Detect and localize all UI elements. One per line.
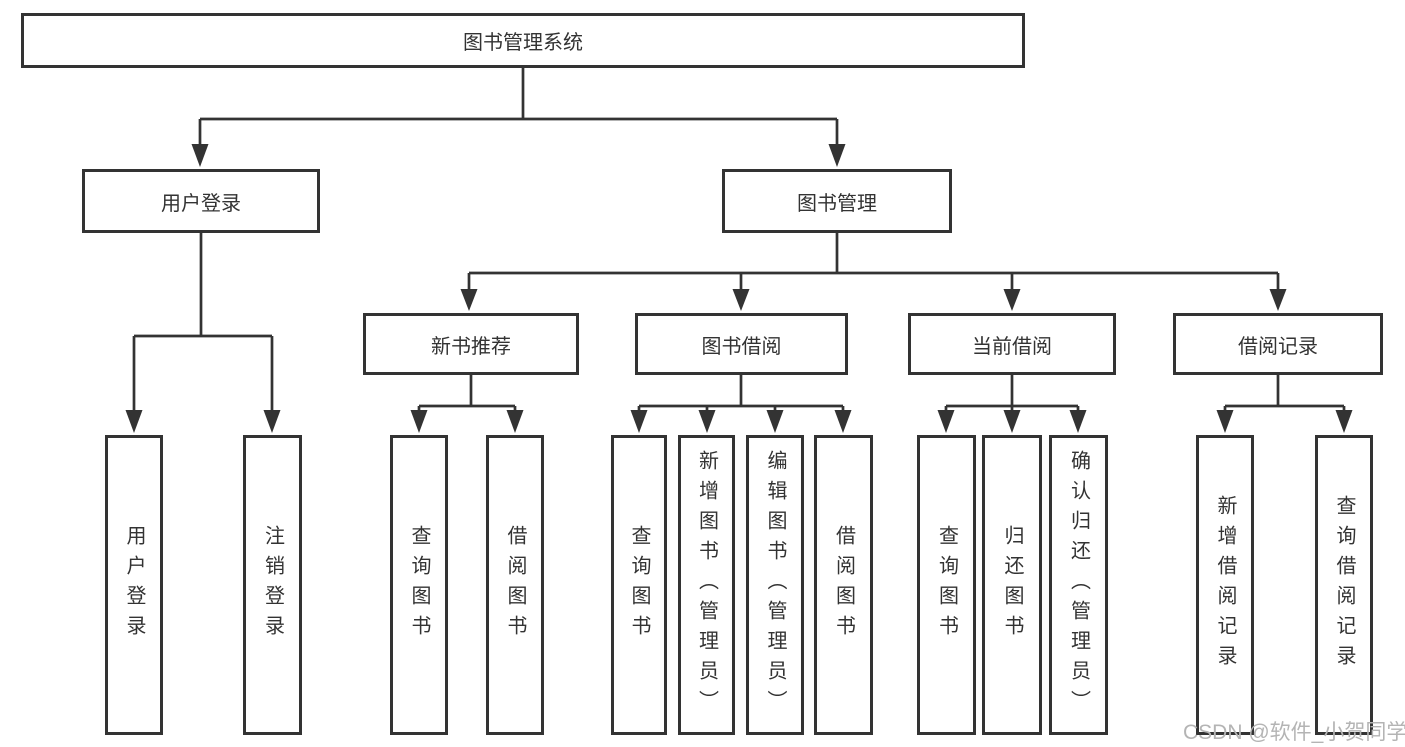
arrowhead (630, 410, 648, 433)
leaf-query-books-borrow: 查询图书 (611, 435, 667, 735)
arrowhead (125, 410, 143, 433)
leaf-borrow-books: 借阅图书 (814, 435, 873, 735)
node-root-label: 图书管理系统 (463, 32, 583, 54)
arrowhead (1069, 410, 1087, 433)
node-label: 用户登录 (161, 192, 241, 215)
leaf-borrow-books-recommend: 借阅图书 (486, 435, 544, 735)
node-label: 当前借阅 (972, 335, 1052, 358)
arrowhead (460, 289, 478, 311)
leaf-label: 用户登录 (123, 525, 145, 645)
leaf-label: 查询图书 (408, 525, 430, 645)
leaf-label: 确认归还（管理员） (1067, 450, 1090, 720)
leaf-label: 新增借阅记录 (1214, 495, 1236, 675)
leaf-label: 编辑图书（管理员） (764, 450, 786, 720)
leaf-logout-login: 注销登录 (243, 435, 302, 735)
connector-book-borrow (637, 375, 845, 411)
connector-borrow-records (1223, 375, 1346, 411)
leaf-label: 查询图书 (935, 525, 958, 645)
connector-user-login (132, 233, 274, 411)
arrowhead (766, 410, 784, 433)
leaf-label: 查询图书 (628, 525, 650, 645)
connector-root (198, 68, 839, 146)
node-label: 借阅记录 (1238, 335, 1318, 358)
leaf-confirm-return-admin: 确认归还（管理员） (1049, 435, 1108, 735)
leaf-label: 归还图书 (1001, 525, 1023, 645)
node-borrow-records: 借阅记录 (1173, 313, 1383, 375)
arrowhead (937, 410, 955, 433)
arrowhead (834, 410, 852, 433)
node-current-borrow: 当前借阅 (908, 313, 1116, 375)
arrowhead (506, 410, 524, 433)
arrowhead (1335, 410, 1353, 433)
leaf-label: 查询借阅记录 (1333, 495, 1355, 675)
arrowhead (1003, 289, 1021, 311)
node-label: 图书借阅 (701, 335, 782, 358)
node-book-borrow: 图书借阅 (635, 313, 848, 375)
node-new-book-recommend: 新书推荐 (363, 313, 579, 375)
node-book-management: 图书管理 (722, 169, 952, 233)
connector-book-management (467, 233, 1280, 290)
leaf-query-borrow-record: 查询借阅记录 (1315, 435, 1373, 735)
arrowhead (732, 289, 750, 311)
csdn-watermark: CSDN @软件_小贺同学 (1183, 721, 1405, 744)
arrowhead (698, 410, 716, 433)
leaf-label: 新增图书（管理员） (695, 450, 718, 720)
leaf-label: 注销登录 (261, 525, 284, 645)
leaf-label: 借阅图书 (504, 525, 526, 645)
node-label: 新书推荐 (431, 335, 511, 358)
arrowhead (191, 144, 209, 167)
arrowhead (1216, 410, 1234, 433)
node-root: 图书管理系统 (21, 13, 1025, 68)
arrowhead (263, 410, 281, 433)
arrowhead (1269, 289, 1287, 311)
leaf-label: 借阅图书 (832, 525, 855, 645)
leaf-return-books: 归还图书 (982, 435, 1042, 735)
arrowhead (410, 410, 428, 433)
leaf-add-borrow-record: 新增借阅记录 (1196, 435, 1254, 735)
connector-current-borrow (944, 375, 1080, 411)
leaf-query-books-current: 查询图书 (917, 435, 976, 735)
leaf-query-books-recommend: 查询图书 (390, 435, 448, 735)
connector-new-book-recommend (417, 375, 517, 411)
arrowhead (1003, 410, 1021, 433)
leaf-add-books-admin: 新增图书（管理员） (678, 435, 735, 735)
node-user-login-branch: 用户登录 (82, 169, 320, 233)
arrowhead (828, 144, 846, 167)
leaf-user-login: 用户登录 (105, 435, 163, 735)
node-label: 图书管理 (797, 192, 877, 215)
leaf-edit-books-admin: 编辑图书（管理员） (746, 435, 804, 735)
